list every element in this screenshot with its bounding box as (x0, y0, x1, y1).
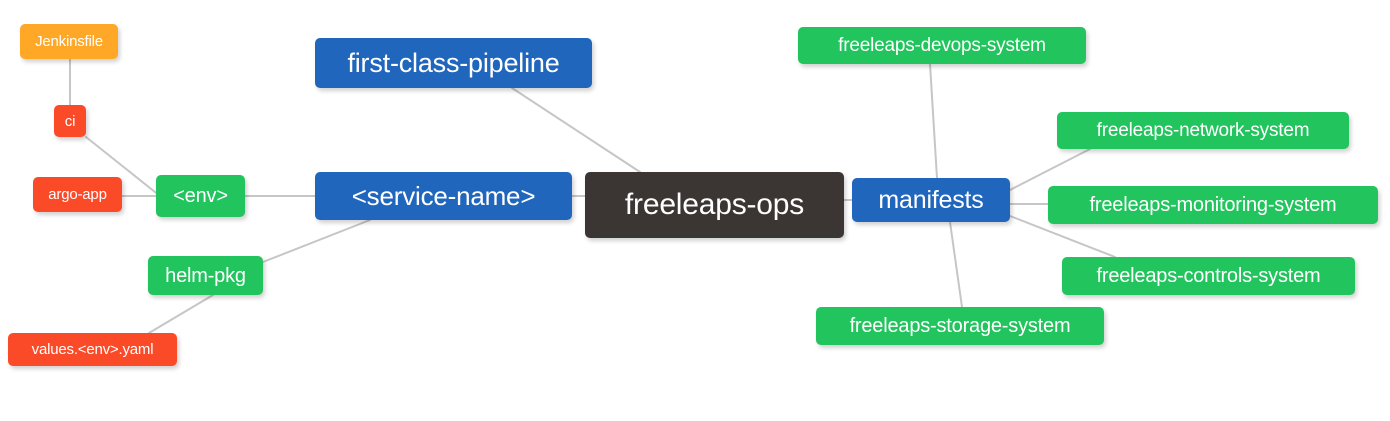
node-label: manifests (878, 185, 984, 214)
node-monitoring[interactable]: freeleaps-monitoring-system (1048, 186, 1378, 224)
node-label: Jenkinsfile (35, 33, 103, 50)
node-label: first-class-pipeline (347, 47, 560, 78)
node-helm-pkg[interactable]: helm-pkg (148, 256, 263, 295)
node-label: ci (64, 112, 76, 130)
node-root[interactable]: freeleaps-ops (585, 172, 844, 238)
node-label: freeleaps-storage-system (849, 315, 1071, 337)
edge-values-yaml-to-helm-pkg (148, 294, 214, 334)
node-pipeline[interactable]: first-class-pipeline (315, 38, 592, 88)
node-manifests[interactable]: manifests (852, 178, 1010, 222)
node-jenkinsfile[interactable]: Jenkinsfile (20, 24, 118, 59)
node-service-name[interactable]: <service-name> (315, 172, 572, 220)
node-argo-app[interactable]: argo-app (33, 177, 122, 212)
node-env[interactable]: <env> (156, 175, 245, 217)
node-label: freeleaps-devops-system (838, 35, 1046, 56)
node-values-yaml[interactable]: values.<env>.yaml (8, 333, 177, 366)
edge-manifests-to-devops (929, 63, 938, 179)
node-label: freeleaps-network-system (1096, 120, 1310, 141)
edge-helm-pkg-to-service-name (262, 219, 371, 263)
node-label: <env> (173, 185, 228, 207)
edge-manifests-to-network (1009, 148, 1091, 191)
edge-pipeline-to-root (511, 87, 641, 173)
node-label: values.<env>.yaml (31, 341, 154, 358)
node-storage[interactable]: freeleaps-storage-system (816, 307, 1104, 345)
node-label: <service-name> (351, 181, 536, 211)
node-network[interactable]: freeleaps-network-system (1057, 112, 1349, 149)
node-label: freeleaps-controls-system (1096, 265, 1321, 287)
node-label: freeleaps-monitoring-system (1089, 194, 1337, 216)
node-label: argo-app (48, 186, 107, 203)
node-controls[interactable]: freeleaps-controls-system (1062, 257, 1355, 295)
node-label: freeleaps-ops (624, 188, 805, 221)
node-label: helm-pkg (165, 264, 246, 287)
node-devops[interactable]: freeleaps-devops-system (798, 27, 1086, 64)
node-ci[interactable]: ci (54, 105, 86, 137)
edge-manifests-to-storage (949, 221, 963, 308)
